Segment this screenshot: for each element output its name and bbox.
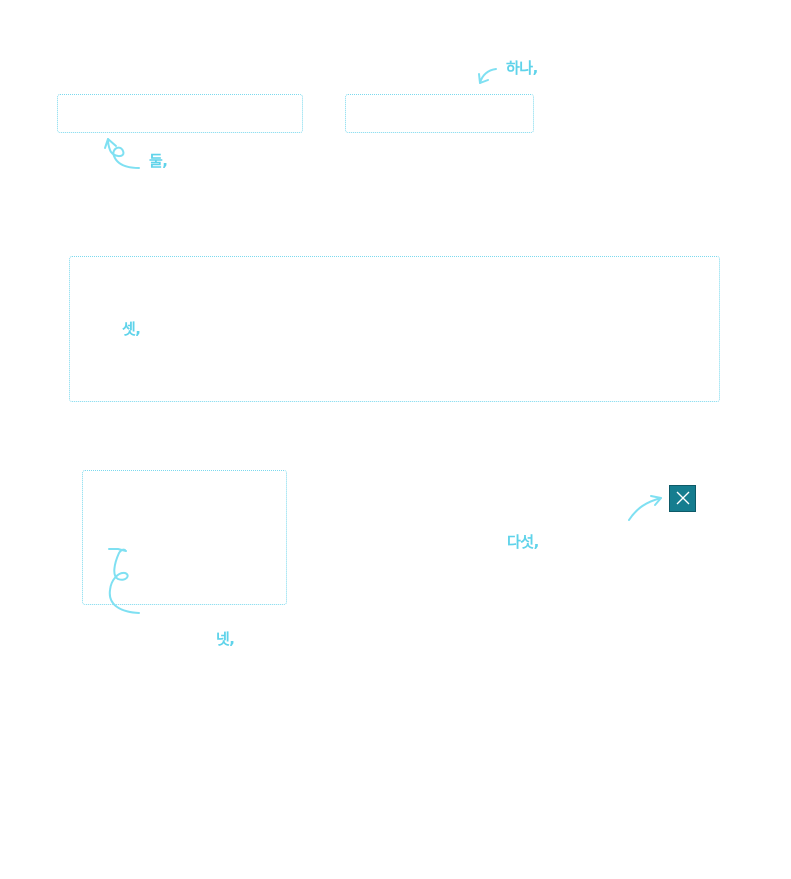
placeholder-slot-four (82, 470, 287, 605)
close-icon (676, 491, 690, 505)
placeholder-slot-one (57, 94, 303, 133)
curved-arrow-icon (478, 68, 497, 84)
annotation-four: 넷, (216, 630, 235, 648)
annotation-one: 하나, (506, 59, 538, 77)
close-button[interactable] (669, 485, 696, 512)
placeholder-slot-two (345, 94, 534, 133)
placeholder-slot-three (69, 256, 720, 402)
annotation-three: 셋, (122, 320, 141, 338)
annotation-five: 다섯, (507, 533, 539, 551)
annotation-two: 둘, (149, 152, 168, 170)
loop-arrow-icon (104, 138, 140, 169)
curved-arrow-icon (628, 495, 662, 521)
